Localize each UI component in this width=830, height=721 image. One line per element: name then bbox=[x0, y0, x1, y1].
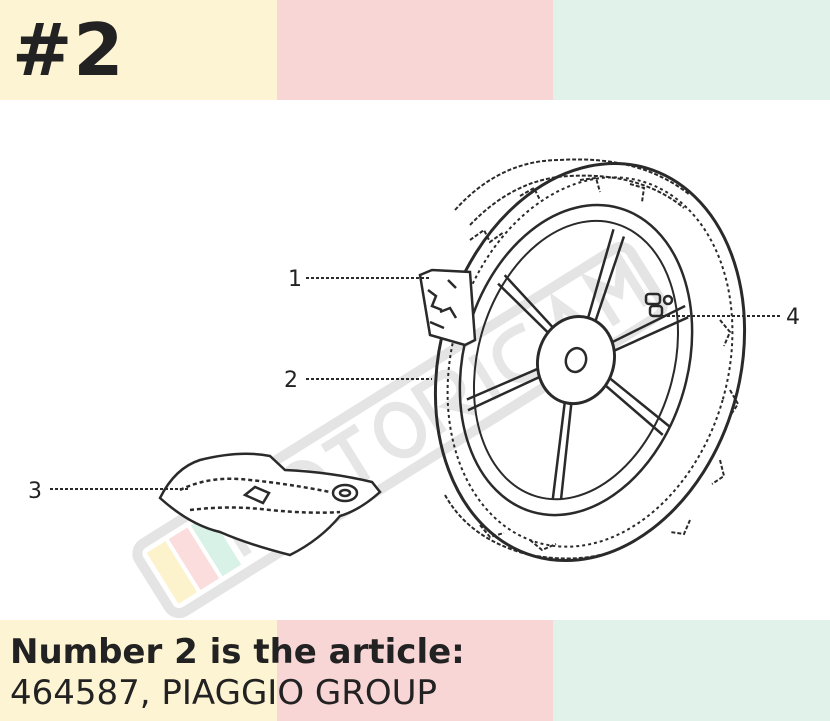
band-segment-pink bbox=[277, 0, 553, 100]
page-number: #2 bbox=[12, 8, 125, 92]
band-segment-yellow bbox=[0, 0, 277, 100]
valve bbox=[644, 292, 674, 318]
caption-heading: Number 2 is the article: bbox=[10, 632, 465, 672]
wheel-hub bbox=[536, 314, 616, 406]
band-segment-pink bbox=[277, 620, 553, 721]
callout-3: 3 bbox=[28, 479, 42, 504]
exploded-parts-diagram: 1 2 3 4 bbox=[28, 158, 800, 619]
watermark-logo bbox=[132, 241, 668, 619]
tyre-tread bbox=[444, 158, 740, 560]
band-segment-yellow bbox=[0, 620, 277, 721]
callout-4: 4 bbox=[786, 305, 800, 330]
callout-2: 2 bbox=[284, 368, 298, 393]
top-color-band bbox=[0, 0, 830, 100]
callout-1: 1 bbox=[288, 267, 302, 292]
caption-article-value: 464587, PIAGGIO GROUP bbox=[10, 673, 438, 713]
bottom-color-band bbox=[0, 620, 830, 721]
leader-lines bbox=[50, 277, 780, 490]
wheel-rim bbox=[433, 161, 747, 563]
band-segment-mint bbox=[553, 0, 830, 100]
tyre-section bbox=[418, 268, 477, 347]
band-segment-mint bbox=[553, 620, 830, 721]
inner-tube bbox=[158, 452, 382, 557]
